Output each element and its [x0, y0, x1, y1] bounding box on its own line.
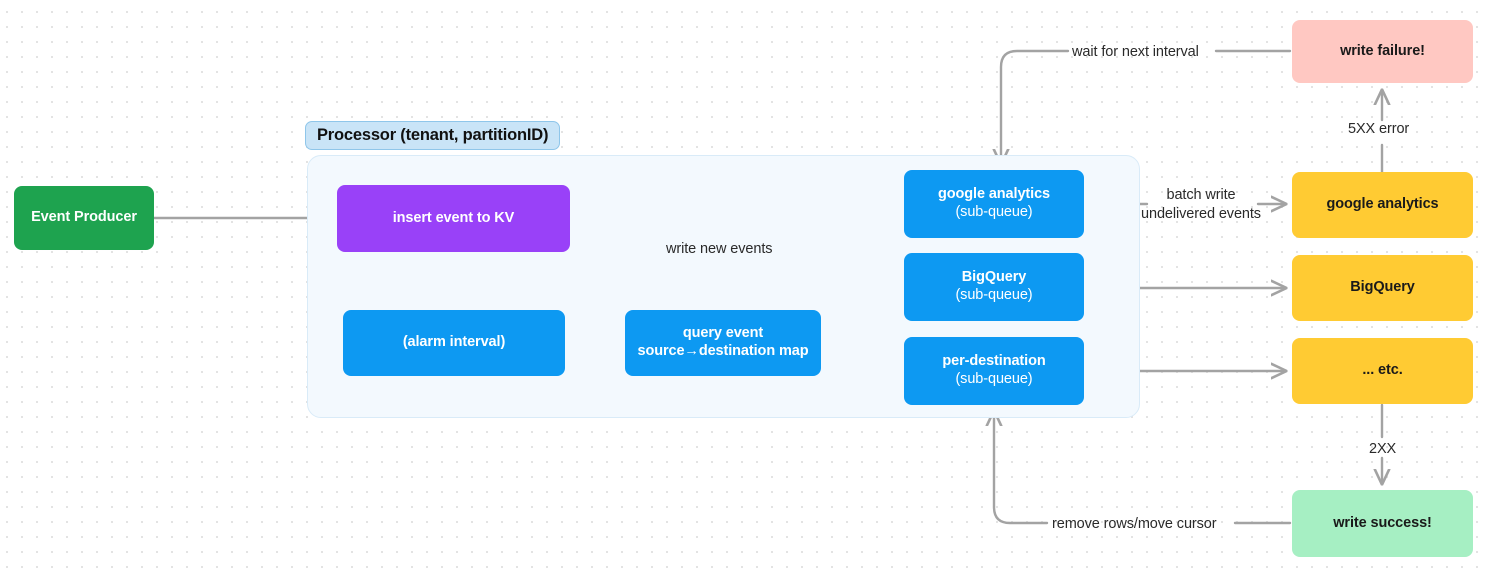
- node-destination-google-analytics[interactable]: google analytics: [1292, 172, 1473, 238]
- processor-title-text: Processor (tenant, partitionID): [317, 126, 549, 144]
- node-event-producer[interactable]: Event Producer: [14, 186, 154, 250]
- node-subqueue-per-destination[interactable]: per-destination (sub-queue): [904, 337, 1084, 405]
- node-insert-event-to-kv-label: insert event to KV: [392, 209, 515, 226]
- node-subqueue-bigquery[interactable]: BigQuery (sub-queue): [904, 253, 1084, 321]
- edge-wait-to-ga-subqueue: [1001, 49, 1070, 164]
- edge-label-remove-rows-move-cursor: remove rows/move cursor: [1052, 516, 1217, 532]
- node-write-failure[interactable]: write failure!: [1292, 20, 1473, 83]
- edge-label-batch-write-line1: batch write: [1166, 187, 1236, 203]
- node-subqueue-google-analytics-line2: (sub-queue): [955, 204, 1033, 220]
- edge-label-batch-write-line2: undelivered events: [1141, 205, 1261, 222]
- node-event-producer-label: Event Producer: [31, 209, 137, 226]
- node-subqueue-google-analytics-line1: google analytics: [937, 186, 1050, 203]
- node-destination-google-analytics-label: google analytics: [1326, 196, 1439, 213]
- edge-remove-to-perdest-subqueue: [994, 411, 1049, 525]
- edge-label-wait-for-next-interval: wait for next interval: [1072, 44, 1199, 60]
- edge-label-2xx: 2XX: [1369, 441, 1397, 457]
- node-write-failure-label: write failure!: [1340, 42, 1425, 59]
- node-write-success[interactable]: write success!: [1292, 490, 1473, 557]
- node-query-event-map-line2: source→destination map: [637, 343, 809, 359]
- node-destination-bigquery-label: BigQuery: [1350, 279, 1415, 296]
- node-subqueue-google-analytics[interactable]: google analytics (sub-queue): [904, 170, 1084, 238]
- node-subqueue-bigquery-line2: (sub-queue): [955, 287, 1033, 303]
- node-destination-etc-label: ... etc.: [1362, 362, 1403, 379]
- node-alarm-interval[interactable]: (alarm interval): [343, 310, 565, 376]
- node-query-event-map-line1: query event: [682, 325, 764, 342]
- node-alarm-interval-label: (alarm interval): [402, 334, 506, 351]
- node-subqueue-per-destination-line1: per-destination: [942, 353, 1046, 370]
- node-query-event-map[interactable]: query event source→destination map: [625, 310, 821, 376]
- node-destination-etc[interactable]: ... etc.: [1292, 338, 1473, 404]
- node-subqueue-per-destination-line2: (sub-queue): [955, 371, 1033, 387]
- processor-title-pill: Processor (tenant, partitionID): [305, 121, 561, 150]
- node-subqueue-bigquery-line1: BigQuery: [961, 269, 1027, 286]
- node-destination-bigquery[interactable]: BigQuery: [1292, 255, 1473, 321]
- edge-label-batch-write: batch write undelivered events: [1141, 186, 1261, 223]
- edge-label-write-new-events: write new events: [666, 241, 773, 257]
- node-insert-event-to-kv[interactable]: insert event to KV: [337, 185, 570, 252]
- edge-label-5xx-error: 5XX error: [1348, 121, 1410, 137]
- node-write-success-label: write success!: [1333, 514, 1432, 531]
